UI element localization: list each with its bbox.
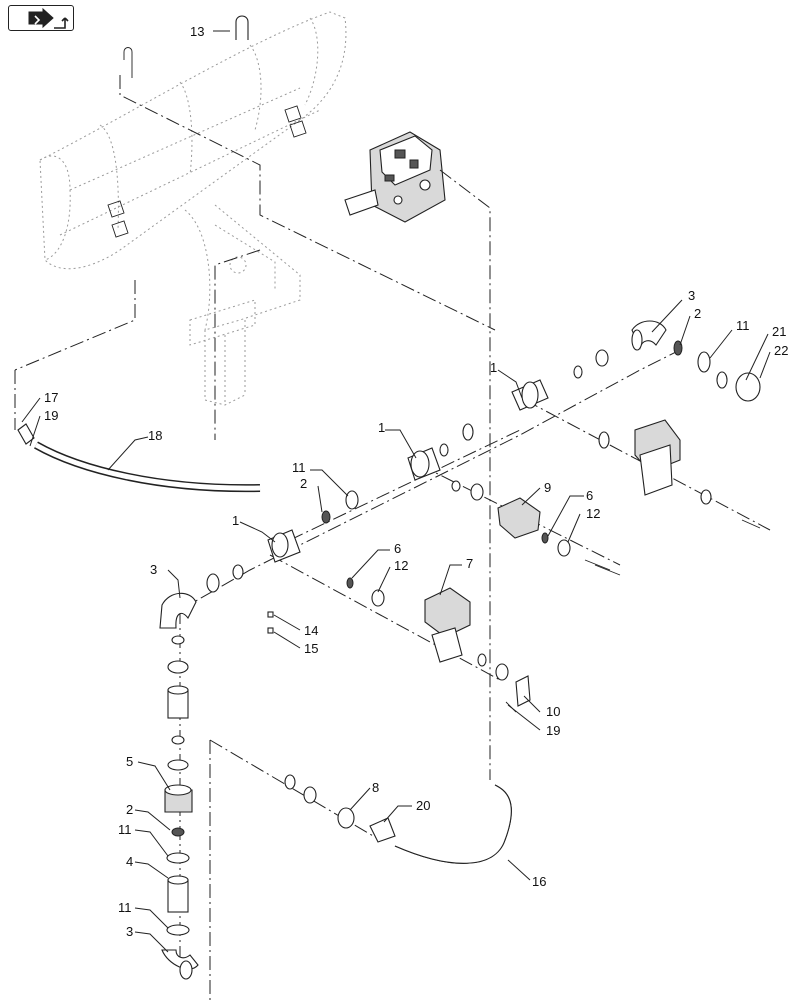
callout-1: 1 [232,513,239,528]
callout-20: 20 [416,798,430,813]
callout-3: 3 [150,562,157,577]
callout-2: 2 [300,476,307,491]
callout-5: 5 [126,754,133,769]
callout-11: 11 [118,900,132,915]
callout-19: 19 [44,408,58,423]
callout-16: 16 [532,874,546,889]
callout-10: 10 [546,704,560,719]
callout-8: 8 [372,780,379,795]
callout-13: 13 [190,24,204,39]
callout-11: 11 [118,822,132,837]
callout-18: 18 [148,428,162,443]
callout-19: 19 [546,723,560,738]
callout-2: 2 [126,802,133,817]
callout-12: 12 [586,506,600,521]
callout-21: 21 [772,324,786,339]
u-bolt [123,15,249,78]
boom-brackets [107,105,307,238]
callout-3: 3 [688,288,695,303]
callout-3: 3 [126,924,133,939]
callout-4: 4 [126,854,133,869]
callout-14: 14 [304,623,318,638]
callout-17: 17 [44,390,58,405]
arrow-right-book-icon [28,7,69,29]
callout-11: 11 [292,460,306,475]
callout-7: 7 [466,556,473,571]
lower-hose [17,423,512,864]
callout-labels: 13 3 2 11 21 22 1 1 17 19 18 11 2 9 6 12… [44,24,788,939]
callout-22: 22 [774,343,788,358]
leader-lines [21,30,771,953]
callout-12: 12 [394,558,408,573]
vertical-stack [159,592,199,980]
upper-fittings [206,320,761,713]
callout-9: 9 [544,480,551,495]
boom-tank-outline [39,11,347,406]
callout-1: 1 [490,360,497,375]
callout-11: 11 [736,318,750,333]
callout-2: 2 [694,306,701,321]
callout-6: 6 [586,488,593,503]
pump-assembly [344,131,446,223]
callout-1: 1 [378,420,385,435]
nav-badge[interactable] [8,5,74,31]
callout-15: 15 [304,641,318,656]
callout-6: 6 [394,541,401,556]
